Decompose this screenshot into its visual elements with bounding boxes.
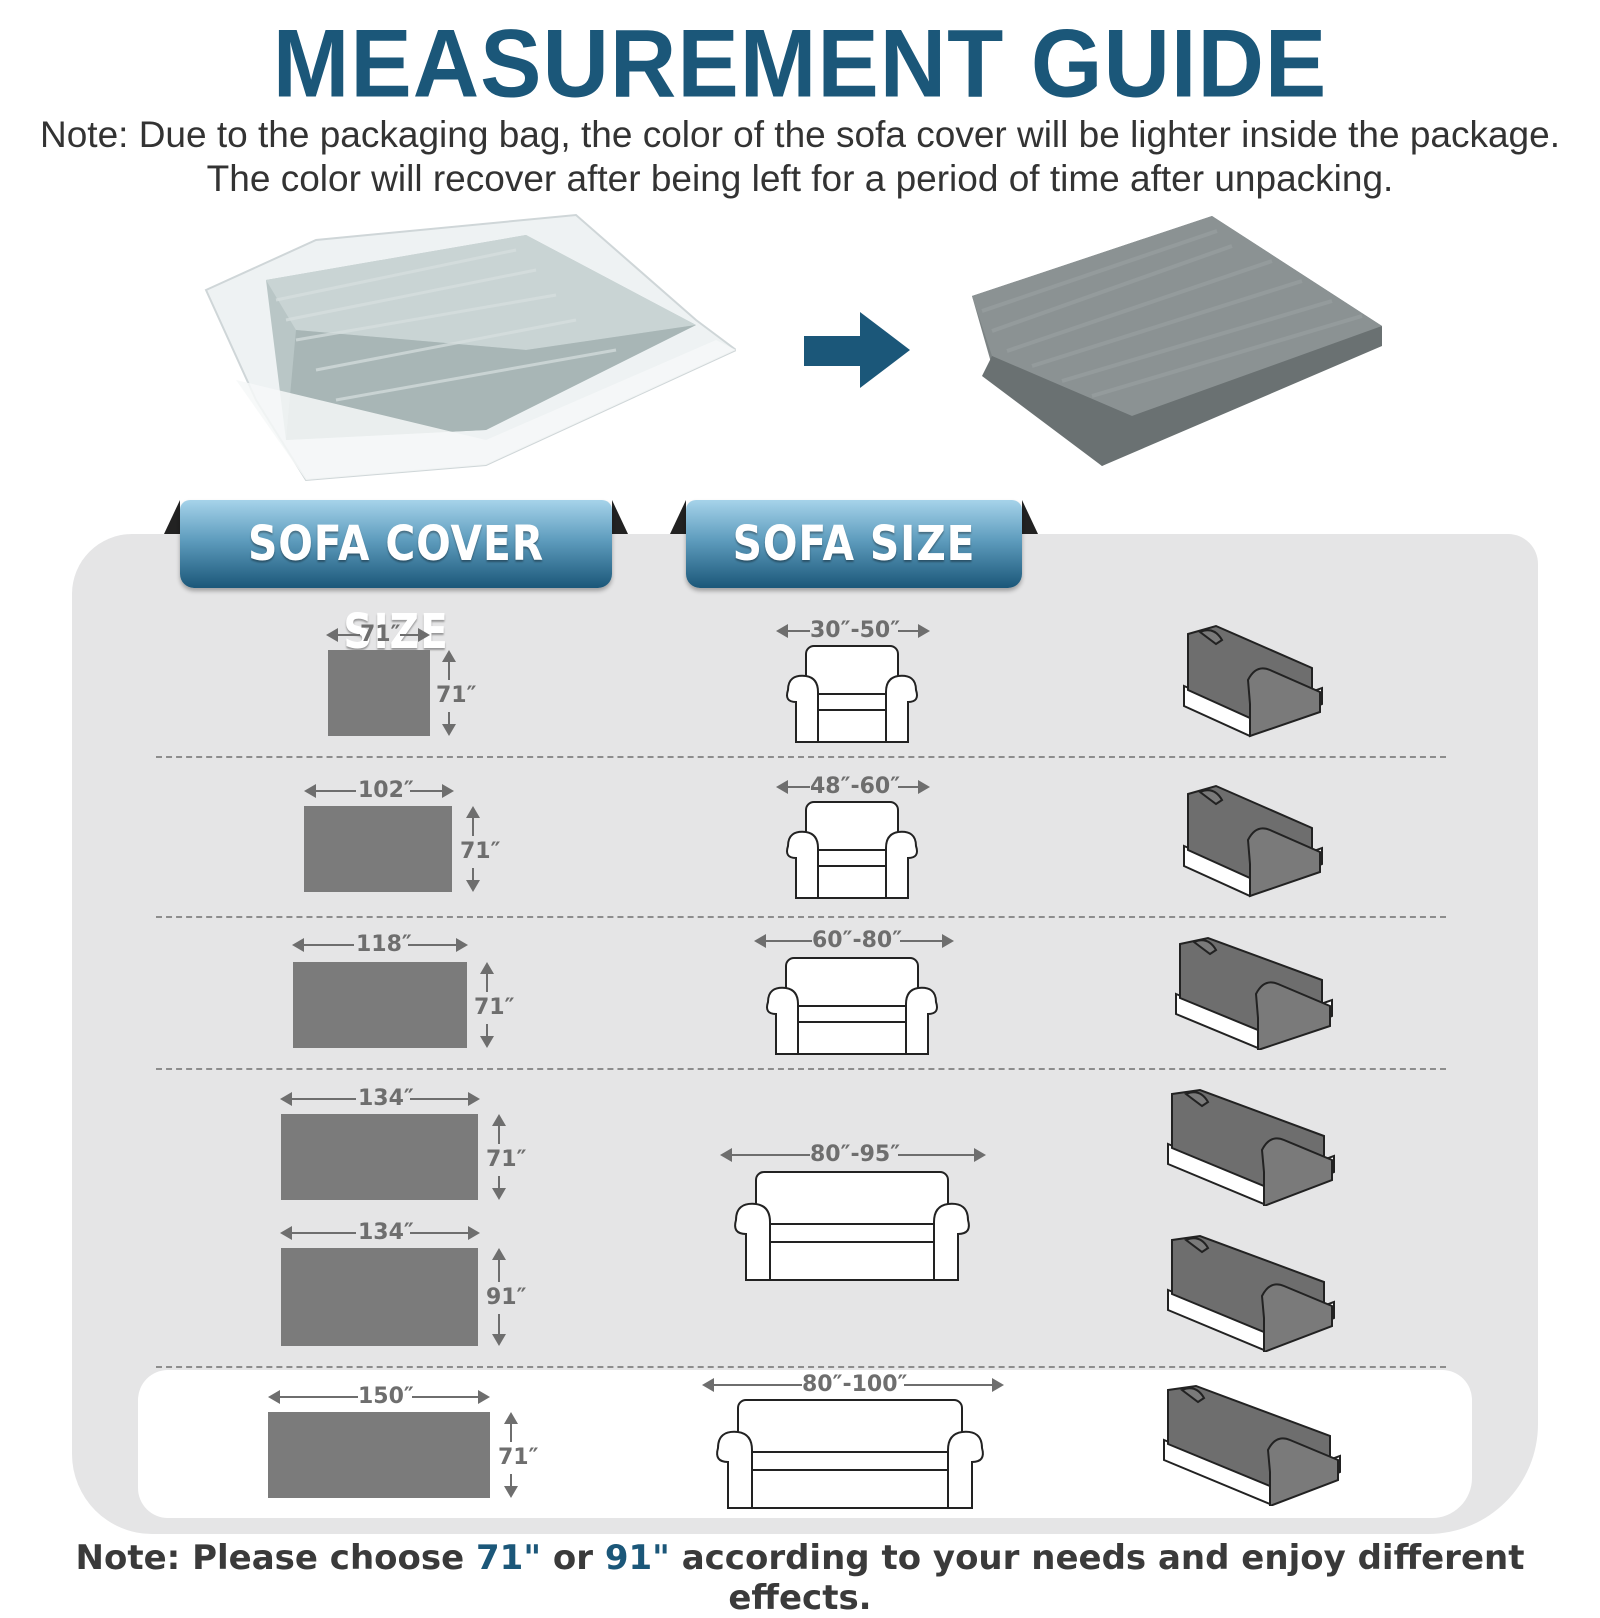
footer-note-text: Note: Please choose [75, 1538, 476, 1578]
unpacked-cover-image [972, 216, 1382, 466]
cover-shape [281, 1114, 478, 1200]
loveseat-outline-icon [766, 957, 938, 1055]
cover-width-dimension: 134″ [280, 1218, 480, 1248]
cover-height-dimension: 71″ [486, 1114, 552, 1200]
cover-width-label: 134″ [358, 1086, 414, 1111]
cover-shape [281, 1248, 478, 1346]
covered-armchair-icon [1183, 784, 1323, 898]
tab-fold [164, 500, 180, 534]
armchair-outline-icon [786, 645, 918, 743]
cover-shape [293, 962, 467, 1048]
packaging-note-line-2: The color will recover after being left … [206, 158, 1394, 199]
cover-shape [304, 806, 452, 892]
armchair-outline-icon [786, 801, 918, 899]
row-divider [156, 1366, 1446, 1368]
cover-height-dimension: 71″ [498, 1412, 564, 1498]
cover-height-label: 71″ [436, 680, 477, 712]
covered-loveseat-icon [1175, 936, 1333, 1050]
row-divider [156, 1068, 1446, 1070]
cover-shape [328, 650, 430, 736]
cover-height-label: 71″ [460, 836, 501, 868]
option-91: 91" [604, 1538, 670, 1578]
sofa-outline-icon [734, 1171, 970, 1281]
cover-width-dimension: 102″ [304, 776, 454, 806]
arrow-right-icon [804, 312, 910, 388]
cover-width-label: 150″ [358, 1384, 414, 1409]
row-divider [156, 756, 1446, 758]
cover-height-label: 71″ [486, 1144, 527, 1176]
large-sofa-outline-icon [716, 1399, 984, 1509]
footer-note-text: or [541, 1538, 605, 1578]
tab-fold [612, 500, 628, 534]
tab-fold [670, 500, 686, 534]
cover-height-label: 71″ [498, 1442, 539, 1474]
cover-width-dimension: 150″ [268, 1382, 492, 1412]
cover-width-label: 134″ [358, 1220, 414, 1245]
sofa-size-label: 80″-95″ [810, 1142, 901, 1167]
cover-shape [268, 1412, 490, 1498]
cover-height-dimension: 91″ [486, 1248, 552, 1346]
sofa-size-label: 80″-100″ [802, 1372, 908, 1397]
cover-width-label: 71″ [360, 622, 401, 647]
sofa-width-dimension: 48″-60″ [776, 772, 930, 802]
cover-height-label: 91″ [486, 1282, 527, 1314]
sofa-width-dimension: 80″-100″ [702, 1370, 1004, 1400]
tab-sofa-cover-size: SOFA COVER SIZE [180, 500, 612, 660]
sofa-width-dimension: 60″-80″ [754, 926, 954, 956]
covered-sofa-icon [1167, 1234, 1335, 1352]
row-divider [156, 916, 1446, 918]
sofa-size-label: 30″-50″ [810, 618, 901, 643]
packaging-note-line-1: Note: Due to the packaging bag, the colo… [40, 114, 1560, 155]
cover-width-label: 102″ [358, 778, 414, 803]
cover-width-label: 118″ [356, 932, 412, 957]
option-71: 71" [476, 1538, 542, 1578]
packaged-cover-image [204, 213, 736, 482]
tab-label: SOFA SIZE [732, 516, 976, 572]
sofa-size-label: 48″-60″ [810, 774, 901, 799]
cover-height-dimension: 71″ [474, 962, 540, 1048]
sofa-size-label: 60″-80″ [812, 928, 903, 953]
sofa-width-dimension: 30″-50″ [776, 616, 930, 646]
covered-armchair-icon [1183, 624, 1323, 738]
cover-height-dimension: 71″ [436, 650, 502, 736]
cover-height-label: 71″ [474, 992, 515, 1024]
cover-width-dimension: 71″ [326, 620, 430, 650]
covered-large-sofa-icon [1163, 1384, 1341, 1506]
cover-width-dimension: 118″ [292, 930, 468, 960]
page-title: MEASUREMENT GUIDE [272, 10, 1328, 118]
sofa-width-dimension: 80″-95″ [720, 1140, 986, 1170]
footer-note-text: according to your needs and enjoy differ… [669, 1538, 1525, 1618]
cover-height-dimension: 71″ [460, 806, 526, 892]
tab-fold [1022, 500, 1038, 534]
tab-sofa-size: SOFA SIZE [686, 500, 1022, 588]
cover-width-dimension: 134″ [280, 1084, 480, 1114]
footer-note: Note: Please choose 71" or 91" according… [0, 1538, 1600, 1618]
covered-sofa-icon [1167, 1088, 1335, 1206]
